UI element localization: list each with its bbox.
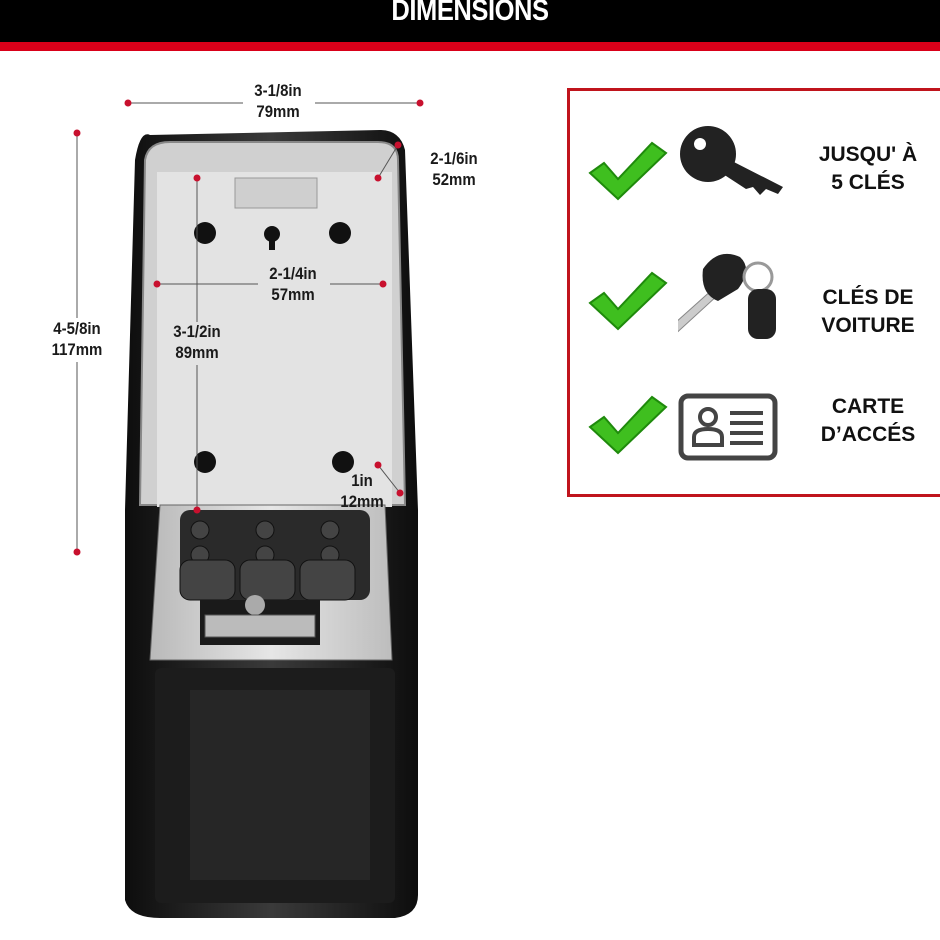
depth-imperial: 2-1/6in xyxy=(430,149,478,168)
label-line: CLÉS DE xyxy=(822,286,914,309)
width-dimension: 3-1/8in 79mm xyxy=(243,80,313,122)
access-card-icon xyxy=(678,393,778,461)
width-imperial: 3-1/8in xyxy=(254,81,302,100)
check-icon xyxy=(588,271,668,331)
dimension-lines xyxy=(76,102,420,552)
car-key-icon xyxy=(678,253,776,339)
inner-depth-dimension: 1in 12mm xyxy=(336,470,389,512)
label-line: CARTE xyxy=(831,395,905,418)
check-icon xyxy=(588,395,668,455)
inner-height-dimension: 3-1/2in 89mm xyxy=(163,321,232,363)
height-dimension: 4-5/8in 117mm xyxy=(43,318,112,360)
depth-dimension: 2-1/6in 52mm xyxy=(422,148,485,190)
feature-car-keys-label: CLÉS DE VOITURE xyxy=(798,284,938,340)
inner-width-dimension: 2-1/4in 57mm xyxy=(259,263,328,305)
height-imperial: 4-5/8in xyxy=(53,319,101,338)
label-line: JUSQU' À xyxy=(818,143,918,166)
inner-width-imperial: 2-1/4in xyxy=(269,264,317,283)
check-icon xyxy=(588,141,668,201)
mounting-holes xyxy=(194,222,354,473)
label-line: VOITURE xyxy=(821,314,915,337)
label-line: 5 CLÉS xyxy=(831,171,905,194)
label-line: D’ACCÉS xyxy=(820,423,916,446)
depth-metric: 52mm xyxy=(432,170,476,189)
feature-car-keys: CLÉS DE VOITURE xyxy=(570,249,940,359)
header-banner: DIMENSIONS xyxy=(0,0,940,42)
feature-access-card-label: CARTE D’ACCÉS xyxy=(798,393,938,449)
inner-width-metric: 57mm xyxy=(271,285,315,304)
house-key-icon xyxy=(680,126,783,195)
height-metric: 117mm xyxy=(51,340,103,359)
feature-access-card: CARTE D’ACCÉS xyxy=(570,383,940,493)
width-metric: 79mm xyxy=(256,102,300,121)
lockbox-image xyxy=(73,99,424,918)
inner-depth-imperial: 1in xyxy=(351,471,373,490)
page-title: DIMENSIONS xyxy=(391,0,549,27)
dimension-dots xyxy=(73,99,424,556)
features-panel: JUSQU' À 5 CLÉS CLÉS DE VOITURE CARTE D’ACC… xyxy=(567,88,940,497)
inner-height-metric: 89mm xyxy=(175,343,219,362)
inner-depth-metric: 12mm xyxy=(340,492,384,511)
feature-keys: JUSQU' À 5 CLÉS xyxy=(570,119,940,229)
feature-keys-label: JUSQU' À 5 CLÉS xyxy=(798,141,938,197)
inner-height-imperial: 3-1/2in xyxy=(173,322,221,341)
red-divider xyxy=(0,42,940,51)
